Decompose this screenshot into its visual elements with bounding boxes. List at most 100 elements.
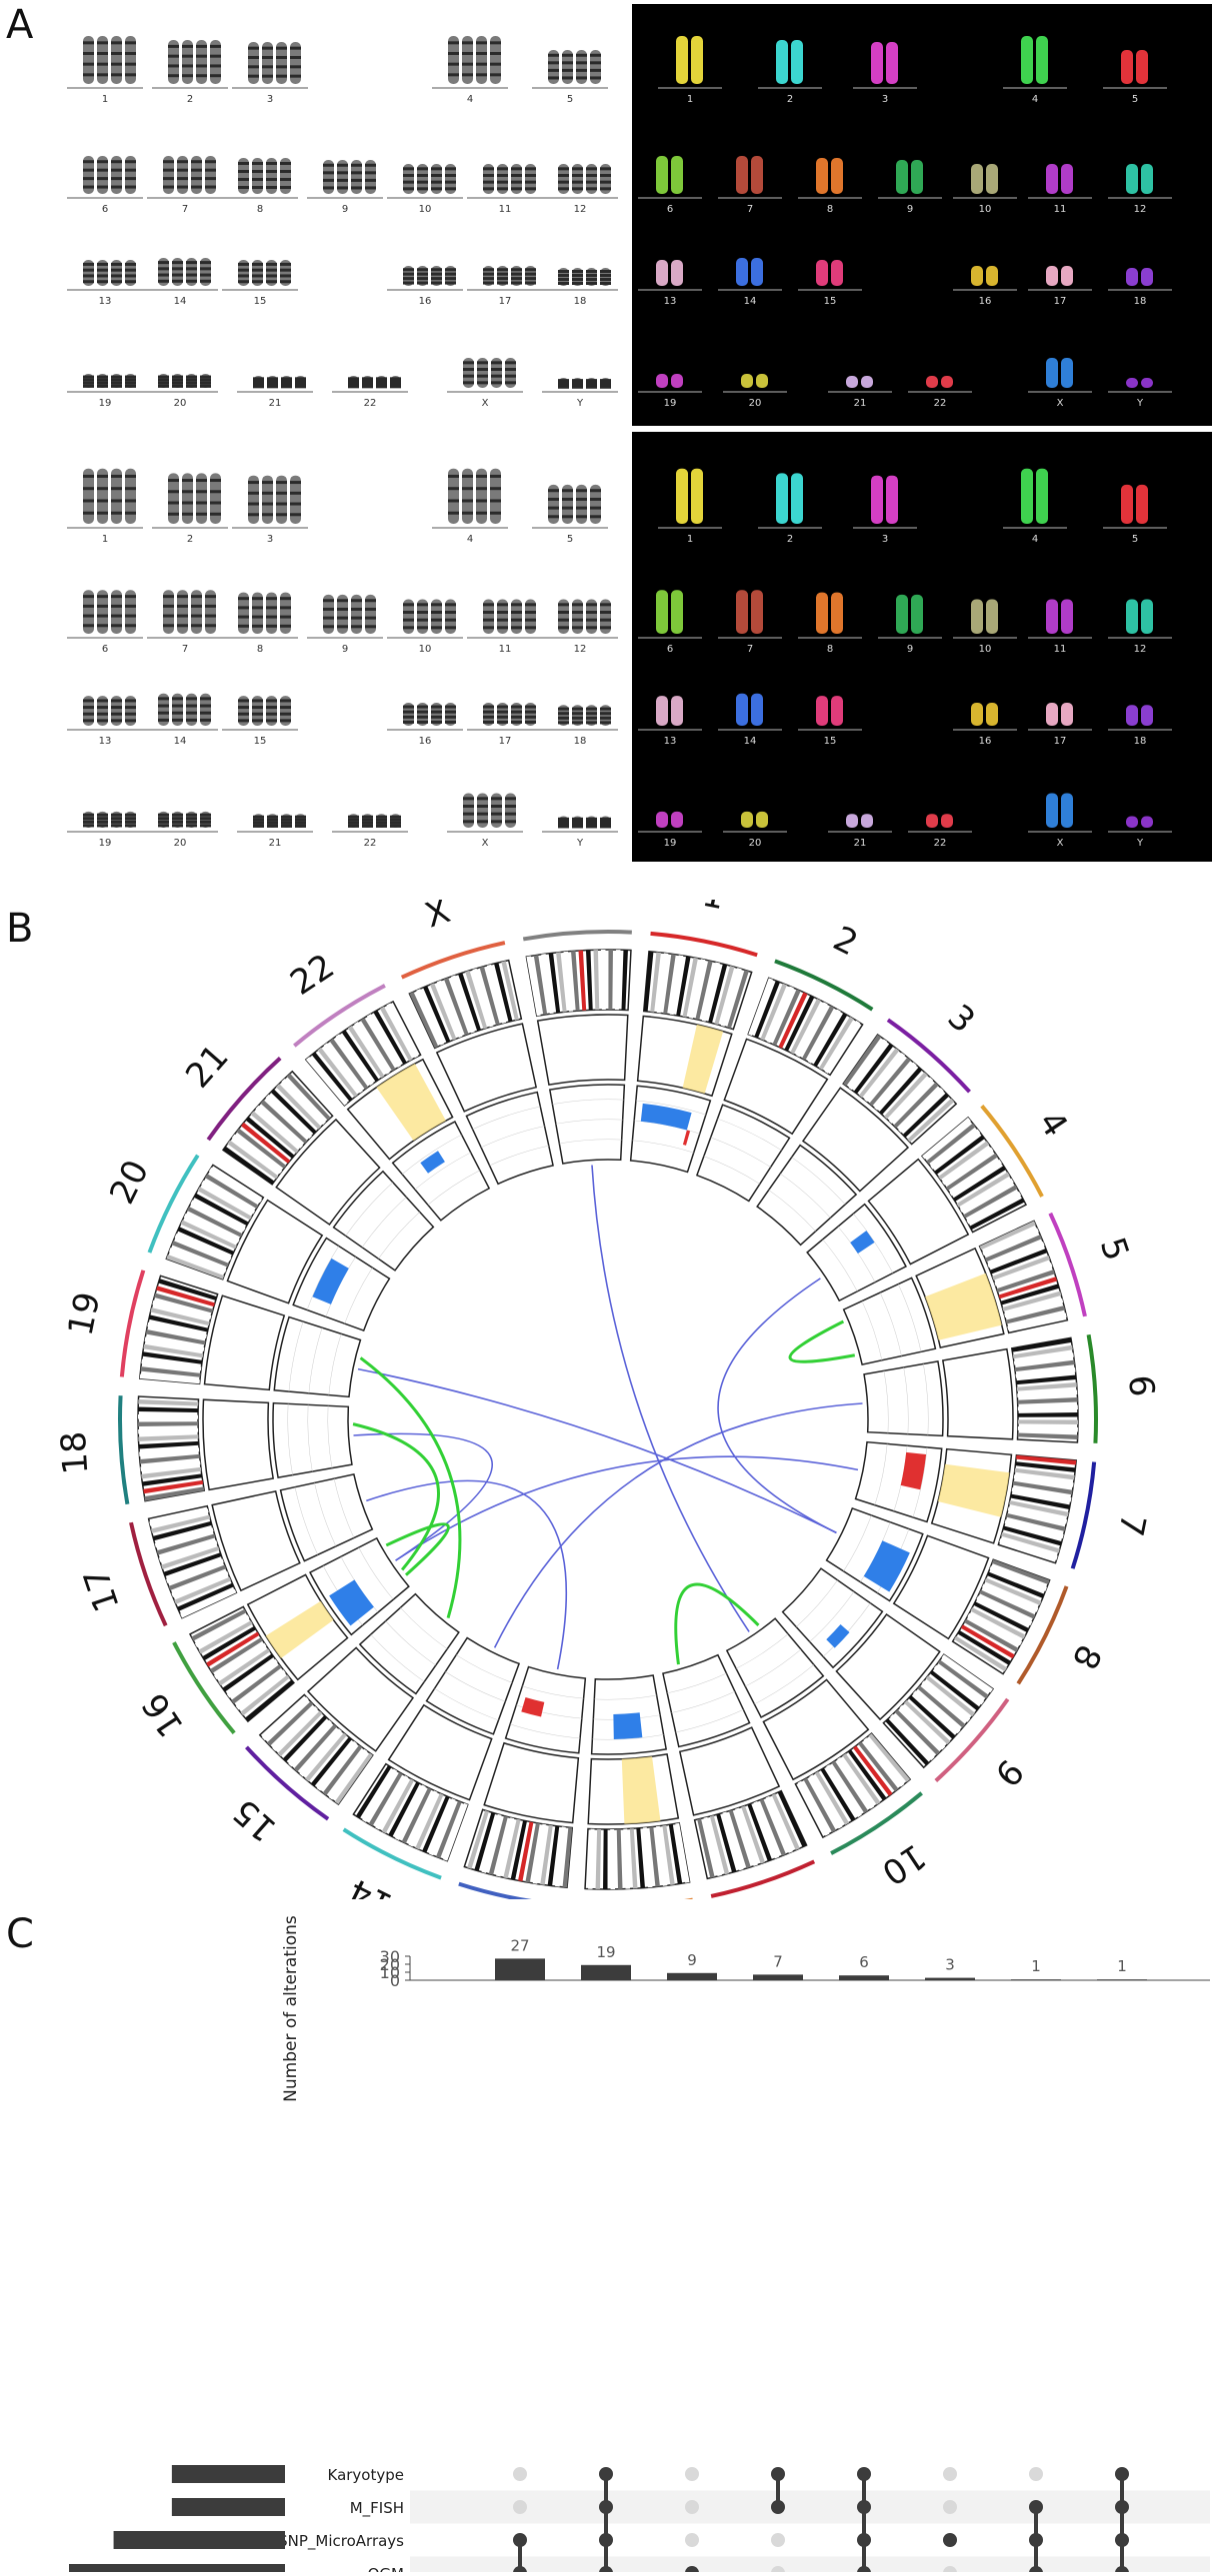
mfish-chromosome-20: 20	[723, 374, 787, 409]
mfish-chromosome-14: 14	[718, 258, 782, 307]
bar-value-label: 19	[596, 1943, 615, 1961]
bar-4	[839, 1975, 889, 1980]
karyogram-chromosome-X: X	[447, 793, 523, 849]
circos-segment-16: 16	[135, 1536, 410, 1744]
circos-label-4: 4	[1030, 1104, 1075, 1144]
karyogram-chromosome-4: 4	[432, 468, 508, 545]
svg-text:X: X	[482, 838, 489, 849]
svg-text:1: 1	[687, 94, 693, 105]
circos-cnv-block	[640, 1103, 692, 1131]
svg-text:12: 12	[574, 204, 587, 215]
svg-text:7: 7	[182, 644, 188, 655]
svg-text:11: 11	[1054, 644, 1067, 655]
mfish-chromosome-8: 8	[798, 158, 862, 215]
karyogram-chromosome-22: 22	[332, 814, 408, 849]
set-size-bar-2	[113, 2531, 285, 2549]
svg-text:3: 3	[267, 534, 273, 545]
circos-label-15: 15	[225, 1790, 284, 1849]
circos-label-1: 1	[699, 900, 728, 918]
bar-value-label: 7	[773, 1952, 783, 1970]
circos-label-22: 22	[283, 947, 341, 1004]
mfish-chromosome-9: 9	[878, 594, 942, 655]
y-axis-label: Number of alterations detected	[281, 1914, 301, 2102]
circos-link-green	[674, 1582, 760, 1665]
mfish-chromosome-Y: Y	[1108, 816, 1172, 849]
mfish-chromosome-21: 21	[828, 376, 892, 409]
svg-text:8: 8	[257, 644, 263, 655]
circos-label-X: X	[420, 900, 455, 937]
circos-plot: 12345678910111213141516171819202122XY	[54, 866, 1162, 1973]
karyogram-chromosome-2: 2	[152, 40, 228, 105]
matrix-stripe	[410, 2556, 1210, 2576]
circos-label-20: 20	[102, 1154, 157, 1211]
bar-value-label: 9	[687, 1951, 697, 1969]
karyogram-chromosome-5: 5	[532, 484, 608, 545]
set-size-bar-0	[171, 2465, 285, 2483]
bar-7	[1097, 1979, 1147, 1980]
svg-text:19: 19	[99, 838, 112, 849]
set-name-label: Karyotype	[328, 2466, 405, 2484]
svg-text:8: 8	[827, 204, 833, 215]
mfish-chromosome-7: 7	[718, 156, 782, 215]
circos-label-2: 2	[827, 919, 864, 964]
karyogram-chromosome-17: 17	[467, 266, 543, 307]
svg-text:1: 1	[102, 94, 108, 105]
svg-text:2: 2	[187, 534, 193, 545]
karyogram-chromosome-1: 1	[67, 468, 143, 545]
mfish-chromosome-16: 16	[953, 266, 1017, 307]
mfish-chromosome-6: 6	[638, 156, 702, 215]
karyogram-chromosome-19: 19	[67, 374, 143, 409]
karyogram-chromosome-12: 12	[542, 164, 618, 215]
svg-text:17: 17	[1054, 296, 1067, 307]
svg-text:2: 2	[787, 94, 793, 105]
circos-segment-17: 17	[76, 1473, 374, 1627]
svg-text:21: 21	[269, 838, 282, 849]
svg-text:3: 3	[267, 94, 273, 105]
karyogram-chromosome-18: 18	[542, 268, 618, 307]
mfish-chromosome-8: 8	[798, 592, 862, 655]
svg-text:22: 22	[934, 398, 947, 409]
karyogram-chromosome-11: 11	[467, 164, 543, 215]
circos-label-21: 21	[178, 1037, 237, 1096]
mfish-chromosome-21: 21	[828, 814, 892, 849]
svg-text:21: 21	[854, 398, 867, 409]
svg-text:11: 11	[1054, 204, 1067, 215]
karyogram-chromosome-12: 12	[542, 599, 618, 655]
svg-text:10: 10	[979, 204, 992, 215]
mfish-chromosome-10: 10	[953, 599, 1017, 655]
karyogram-chromosome-15: 15	[222, 696, 298, 747]
mfish-background-top	[632, 4, 1212, 426]
svg-text:10: 10	[419, 644, 432, 655]
svg-text:16: 16	[419, 296, 432, 307]
circos-label-8: 8	[1064, 1638, 1109, 1675]
circos-label-Y: Y	[562, 900, 586, 908]
svg-text:Y: Y	[576, 398, 584, 409]
mfish-chromosome-X: X	[1028, 793, 1092, 849]
mfish-chromosome-9: 9	[878, 160, 942, 215]
svg-text:14: 14	[744, 736, 757, 747]
svg-text:21: 21	[854, 838, 867, 849]
circos-link-blue	[591, 1165, 750, 1632]
set-name-label: OGM	[368, 2565, 404, 2572]
svg-text:12: 12	[1134, 204, 1147, 215]
circos-segment-19: 19	[61, 1270, 362, 1398]
bar-6	[1011, 1979, 1061, 1980]
karyogram-chromosome-15: 15	[222, 260, 298, 307]
svg-text:20: 20	[174, 398, 187, 409]
matrix-stripe	[410, 2490, 1210, 2524]
karyogram-chromosome-Y: Y	[542, 378, 618, 409]
bar-3	[753, 1974, 803, 1980]
svg-text:4: 4	[1032, 94, 1038, 105]
panel-label-b: B	[6, 906, 34, 952]
svg-text:3: 3	[882, 94, 888, 105]
svg-text:7: 7	[747, 644, 753, 655]
svg-text:12: 12	[574, 644, 587, 655]
mfish-background-bottom	[632, 432, 1212, 862]
svg-text:13: 13	[664, 736, 677, 747]
svg-text:22: 22	[934, 838, 947, 849]
karyogram-chromosome-20: 20	[142, 374, 218, 409]
karyogram-chromosome-5: 5	[532, 50, 608, 105]
mfish-chromosome-22: 22	[908, 376, 972, 409]
mfish-chromosome-15: 15	[798, 260, 862, 307]
